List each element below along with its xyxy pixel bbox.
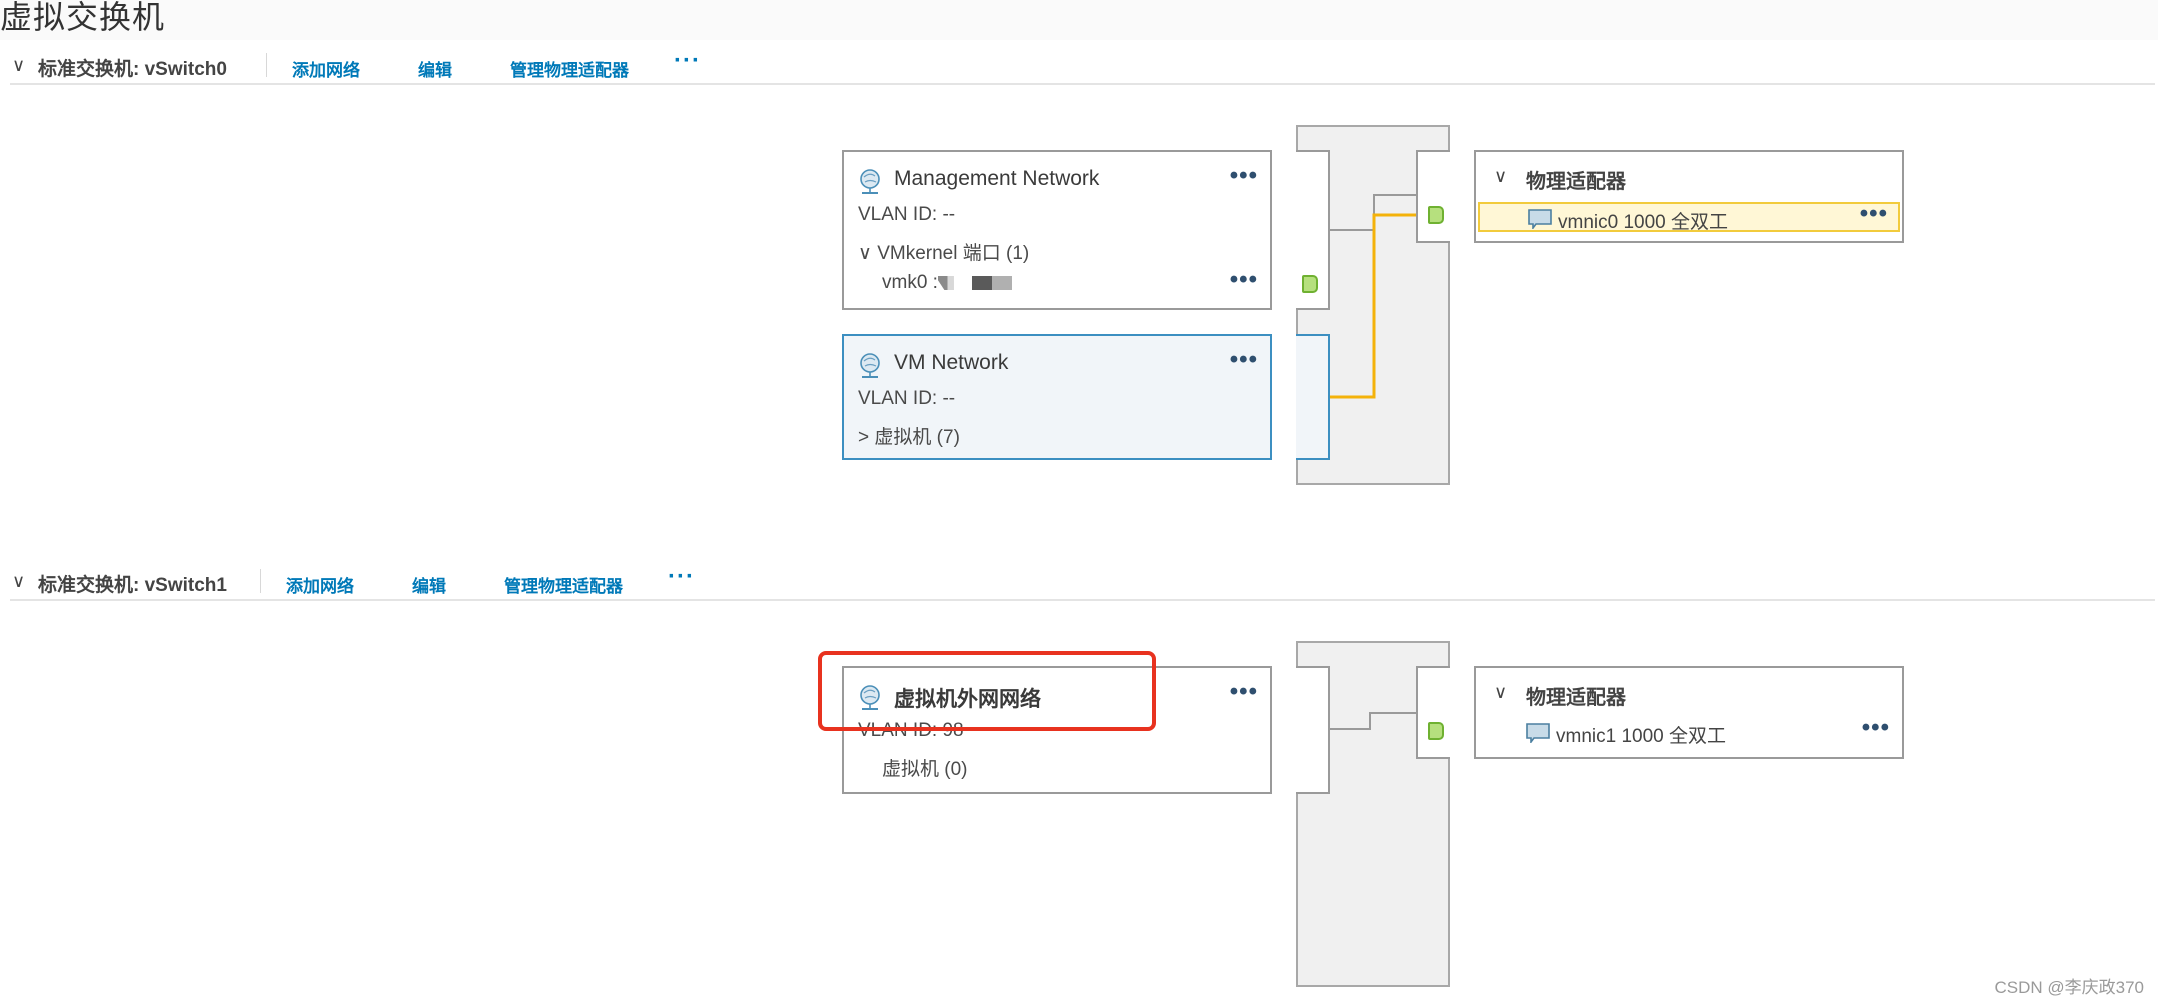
physical-adapters-title: 物理适配器 <box>1526 171 1626 193</box>
adapter-label: vmnic0 1000 全双工 <box>1558 212 1729 233</box>
manage-physical-adapters-button[interactable]: 管理物理适配器 <box>504 577 623 596</box>
physical-adapter-row[interactable]: vmnic1 1000 全双工 ••• <box>1478 714 1900 748</box>
divider <box>260 569 261 593</box>
port-group-name[interactable]: 虚拟机外网网络 <box>894 688 1041 711</box>
physical-adapters-card: ∨ 物理适配器 vmnic1 1000 全双工 ••• <box>1474 666 1904 759</box>
port-group-card-selected[interactable]: VM Network ••• VLAN ID: -- > 虚拟机 (7) <box>842 334 1272 460</box>
vm-section-toggle[interactable]: > 虚拟机 (7) <box>858 422 960 449</box>
vmkernel-port-icon <box>1302 275 1318 293</box>
divider <box>266 53 267 77</box>
uplink-port-icon <box>1428 206 1444 224</box>
nic-icon <box>1528 209 1552 229</box>
chevron-down-icon: ∨ <box>858 243 872 264</box>
add-network-button[interactable]: 添加网络 <box>292 61 360 80</box>
physical-adapters-title: 物理适配器 <box>1526 687 1626 709</box>
more-actions-button[interactable]: ··· <box>674 47 701 74</box>
network-globe-icon <box>860 353 880 378</box>
edit-button[interactable]: 编辑 <box>418 61 452 80</box>
vm-section-label: 虚拟机 (0) <box>882 759 968 780</box>
uplink-port-icon <box>1428 722 1444 740</box>
vmk-row: vmk0 : <box>882 272 1012 294</box>
switch-header-vswitch0: ∨ 标准交换机: vSwitch0 添加网络 编辑 管理物理适配器 ··· <box>10 45 2155 85</box>
network-globe-icon <box>860 685 880 710</box>
adapter-label: vmnic1 1000 全双工 <box>1556 726 1727 747</box>
port-group-more-button[interactable]: ••• <box>1229 162 1258 189</box>
manage-physical-adapters-button[interactable]: 管理物理适配器 <box>510 61 629 80</box>
port-group-card[interactable]: Management Network ••• VLAN ID: -- ∨ VMk… <box>842 150 1272 310</box>
port-group-more-button[interactable]: ••• <box>1229 678 1258 705</box>
switch-wiring <box>1330 194 1416 399</box>
port-group-more-button[interactable]: ••• <box>1229 346 1258 373</box>
edit-button[interactable]: 编辑 <box>412 577 446 596</box>
redacted-ip <box>937 275 954 290</box>
vlan-id: VLAN ID: -- <box>858 388 956 409</box>
adapter-more-button[interactable]: ••• <box>1861 714 1890 741</box>
vmkernel-section-toggle[interactable]: ∨ VMkernel 端口 (1) <box>858 238 1029 265</box>
vm-section-label: 虚拟机 (7) <box>874 427 960 448</box>
mgmt-wire <box>1330 194 1416 231</box>
more-actions-button[interactable]: ··· <box>668 563 695 590</box>
uplink-connector <box>1416 666 1450 759</box>
port-group-card[interactable]: 虚拟机外网网络 ••• VLAN ID: 98 虚拟机 (0) <box>842 666 1272 794</box>
vmkernel-section-label: VMkernel 端口 (1) <box>877 243 1030 264</box>
port-group-connector-vm <box>1296 334 1330 460</box>
physical-adapter-row[interactable]: vmnic0 1000 全双工 ••• <box>1478 200 1900 233</box>
adapter-more-button[interactable]: ••• <box>1859 200 1888 227</box>
port-group-name[interactable]: Management Network <box>894 167 1100 190</box>
chevron-down-icon[interactable]: ∨ <box>1494 682 1508 702</box>
redacted-ip <box>971 275 1012 290</box>
switch-wiring <box>1330 712 1416 730</box>
page-title: 虚拟交换机 <box>0 0 166 35</box>
page-header: 虚拟交换机 <box>0 0 2158 40</box>
chevron-down-icon[interactable]: ∨ <box>1494 166 1508 186</box>
vmk-label: vmk0 : <box>882 272 938 293</box>
vmk-more-button[interactable]: ••• <box>1229 266 1258 293</box>
add-network-button[interactable]: 添加网络 <box>286 577 354 596</box>
switch-header-vswitch1: ∨ 标准交换机: vSwitch1 添加网络 编辑 管理物理适配器 ··· <box>10 561 2155 601</box>
uplink-connector <box>1416 150 1450 243</box>
collapse-chevron-icon[interactable]: ∨ <box>12 55 26 75</box>
switch-title[interactable]: 标准交换机: vSwitch0 <box>38 59 227 80</box>
physical-adapters-card: ∨ 物理适配器 vmnic0 1000 全双工 ••• <box>1474 150 1904 243</box>
port-group-name[interactable]: VM Network <box>894 351 1009 374</box>
watermark: CSDN @李庆政370 <box>1994 978 2144 997</box>
vlan-id: VLAN ID: -- <box>858 204 956 225</box>
chevron-right-icon: > <box>858 427 870 448</box>
network-globe-icon <box>860 169 880 194</box>
switch-title[interactable]: 标准交换机: vSwitch1 <box>38 575 227 596</box>
vm-network-active-wire <box>1330 213 1416 399</box>
nic-icon <box>1526 723 1550 743</box>
collapse-chevron-icon[interactable]: ∨ <box>12 571 26 591</box>
port-group-connector <box>1296 666 1330 794</box>
vlan-id: VLAN ID: 98 <box>858 720 964 741</box>
wire <box>1330 712 1416 730</box>
